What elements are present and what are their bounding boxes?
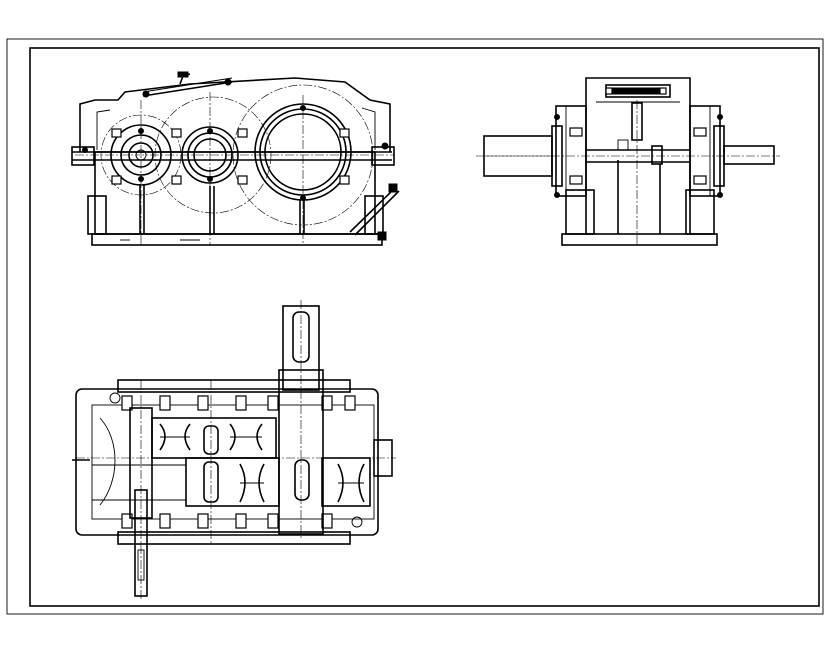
gear-set-2 xyxy=(185,457,280,507)
side-base xyxy=(561,233,718,246)
front-view xyxy=(71,71,400,246)
front-base xyxy=(91,233,383,246)
bearings xyxy=(159,423,365,503)
top-section-view xyxy=(72,300,396,600)
side-view xyxy=(476,77,780,246)
front-left-foot xyxy=(87,195,107,235)
top-housing xyxy=(75,388,379,536)
top-bolts xyxy=(109,392,363,529)
outer-border xyxy=(6,38,824,615)
inner-frame xyxy=(29,47,820,607)
gear-set-3 xyxy=(321,457,371,507)
inspection-lever xyxy=(142,81,233,97)
oil-dipstick xyxy=(349,187,396,233)
front-upper-cover xyxy=(79,77,391,152)
front-bolts xyxy=(82,105,389,201)
side-output-shaft xyxy=(723,145,775,165)
front-lower-housing xyxy=(94,151,376,235)
